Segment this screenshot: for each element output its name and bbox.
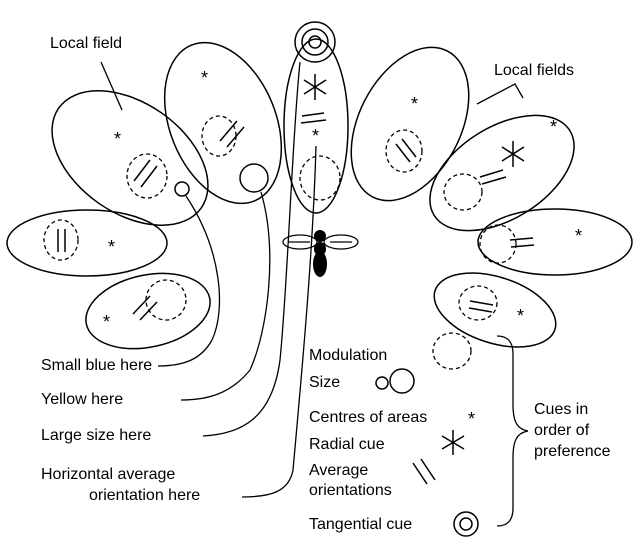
label-large-size: Large size here	[41, 426, 151, 445]
legend-tangential: Tangential cue	[309, 515, 412, 534]
legend-average-line1: Average	[309, 461, 368, 480]
modulation-area	[300, 156, 340, 200]
legend-modulation: Modulation	[309, 346, 387, 365]
legend-average-line2: orientations	[309, 481, 392, 500]
local-field-right-middle	[478, 209, 632, 275]
yellow-circle	[240, 164, 268, 192]
local-field-upper-right-center	[327, 28, 492, 220]
legend-cues-group: Cues in order of preference	[534, 399, 611, 462]
legend-centres: Centres of areas	[309, 408, 427, 427]
label-horizontal-line1: Horizontal average	[41, 465, 175, 484]
label-horizontal-line2: orientation here	[89, 486, 200, 505]
asterisk-small-icon: *	[201, 69, 208, 88]
asterisk-small-icon: *	[103, 313, 110, 332]
modulation-area	[202, 116, 236, 156]
asterisk-small-icon: *	[108, 238, 115, 257]
asterisk-small-icon: *	[312, 127, 319, 146]
asterisk-small-icon: *	[550, 118, 557, 137]
label-yellow: Yellow here	[41, 390, 123, 409]
concentric-circles-icon	[454, 512, 478, 536]
asterisk-large-icon	[304, 74, 326, 100]
asterisk-large-icon	[442, 430, 464, 455]
legend-size: Size	[309, 373, 340, 392]
bee-icon	[283, 230, 358, 277]
modulation-area	[386, 130, 422, 172]
local-field-upper-left-center	[142, 25, 303, 220]
modulation-area	[127, 154, 167, 198]
local-field-right-upper	[410, 92, 594, 255]
modulation-area	[444, 174, 482, 210]
modulation-area	[44, 220, 78, 260]
legend-radial: Radial cue	[309, 435, 385, 454]
modulation-legend-area	[433, 333, 471, 369]
asterisk-small-icon: *	[114, 130, 121, 149]
label-local-fields: Local fields	[494, 61, 574, 80]
cues-brace	[497, 336, 528, 526]
modulation-area	[146, 280, 186, 320]
modulation-area	[480, 225, 516, 263]
asterisk-small-icon: *	[575, 227, 582, 246]
size-legend-large-circle	[390, 369, 414, 393]
size-legend-small-circle	[376, 377, 388, 389]
asterisk-small-icon: *	[468, 410, 475, 429]
asterisk-large-icon	[502, 141, 524, 167]
label-small-blue: Small blue here	[41, 356, 152, 375]
asterisk-small-icon: *	[411, 95, 418, 114]
label-local-field: Local field	[50, 34, 122, 53]
asterisk-small-icon: *	[517, 307, 524, 326]
local-field-left-middle	[7, 210, 167, 276]
small-blue-circle	[175, 182, 189, 196]
concentric-circles-icon	[295, 22, 335, 62]
